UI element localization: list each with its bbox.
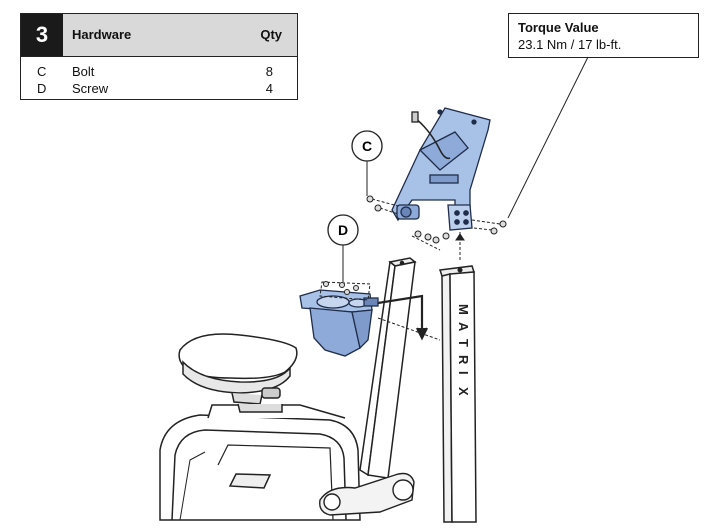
upright-logo: M A T R I X (456, 304, 471, 396)
hardware-id: D (37, 81, 47, 96)
insert-arrow (377, 294, 428, 341)
rear-upright (359, 257, 417, 479)
logo-letter: A (456, 322, 471, 332)
callout-d-letter: D (338, 222, 348, 238)
upright-bracket (319, 472, 415, 516)
cup-guide-line (377, 317, 441, 341)
bolts-c (366, 195, 507, 262)
hardware-row-bolt: C Bolt 8 (21, 64, 297, 81)
logo-letter: R (456, 355, 471, 365)
qty-header: Qty (260, 27, 282, 42)
torque-value-box: Torque Value 23.1 Nm / 17 lb-ft. (508, 13, 699, 58)
hardware-name: Bolt (72, 64, 95, 79)
callout-d: D (327, 214, 359, 282)
hardware-table: 3 Hardware Qty C Bolt 8 D Screw 4 (20, 13, 298, 100)
callout-c: C (351, 130, 383, 196)
torque-title: Torque Value (518, 20, 599, 35)
cup-holder-d (299, 289, 379, 357)
torque-leader-line (507, 56, 589, 219)
front-upright (438, 265, 477, 523)
seat (178, 333, 298, 413)
logo-letter: X (456, 387, 471, 396)
screws-d (319, 281, 371, 301)
hardware-table-header: 3 Hardware Qty (21, 14, 297, 57)
console-body (159, 404, 361, 521)
hardware-qty: 8 (265, 64, 273, 79)
hardware-name: Screw (72, 81, 109, 96)
hardware-title: Hardware (72, 27, 132, 42)
logo-letter: I (456, 371, 471, 375)
console-mount-bracket (391, 107, 491, 231)
hardware-row-screw: D Screw 4 (21, 81, 297, 98)
logo-letter: M (456, 304, 471, 315)
logo-letter: T (456, 339, 471, 347)
torque-value: 23.1 Nm / 17 lb-ft. (518, 37, 622, 52)
step-number: 3 (21, 14, 63, 56)
callout-c-letter: C (362, 138, 372, 154)
hardware-qty: 4 (265, 81, 273, 96)
hardware-id: C (37, 64, 47, 79)
